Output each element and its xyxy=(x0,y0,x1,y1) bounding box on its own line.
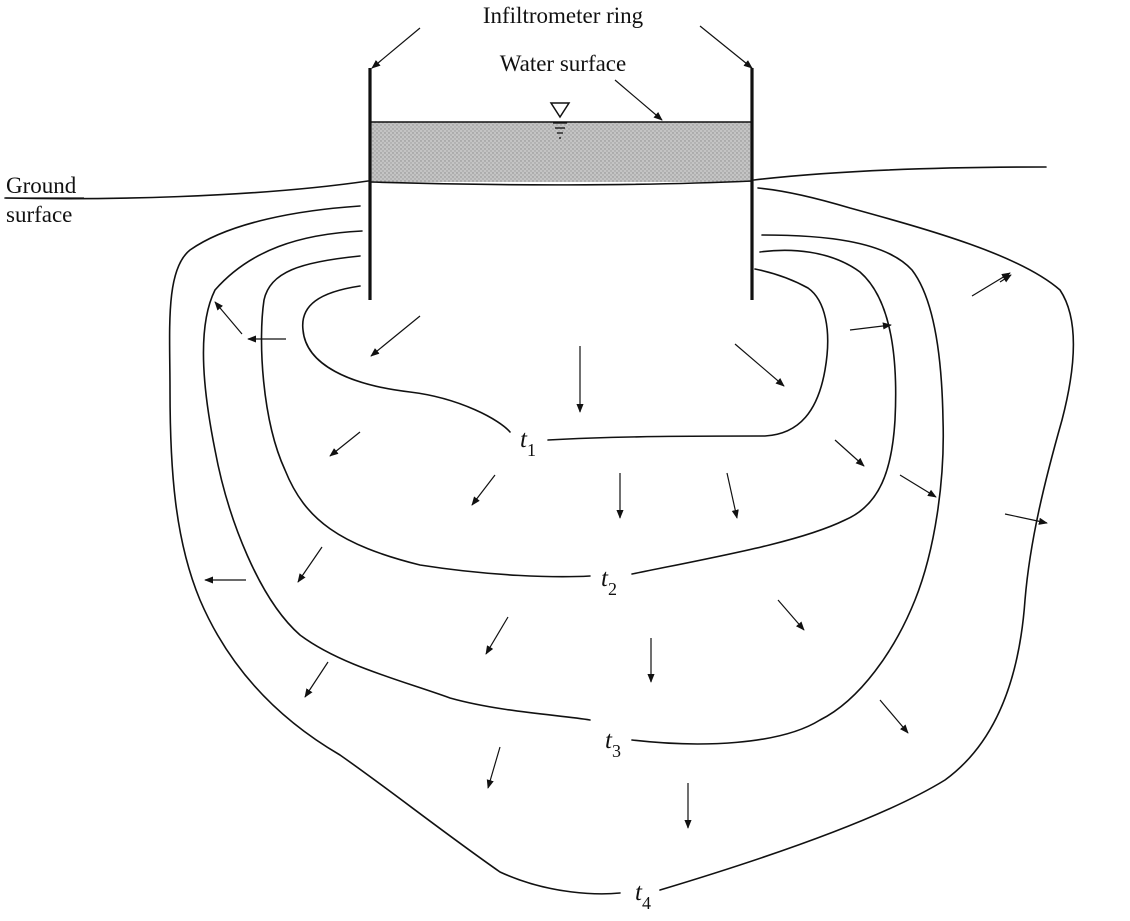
wetting-front-t3 xyxy=(202,230,945,745)
ground-label: Ground xyxy=(6,173,77,198)
front-label-t3: t3 xyxy=(605,727,621,761)
wetting-front-t2 xyxy=(260,249,897,578)
water-level-symbol xyxy=(549,102,571,139)
wetting-front-t1 xyxy=(301,268,829,441)
flow-arrows xyxy=(204,25,1048,829)
water-surface-label: Water surface xyxy=(500,51,626,76)
front-label-t1: t1 xyxy=(520,426,536,460)
front-label-t2: t2 xyxy=(601,565,617,599)
wetting-front-t4 xyxy=(168,187,1075,895)
infiltrometer-ring-label: Infiltrometer ring xyxy=(483,3,644,28)
front-label-t4: t4 xyxy=(635,879,651,913)
water-column xyxy=(370,122,752,182)
surface-label: surface xyxy=(6,202,72,227)
